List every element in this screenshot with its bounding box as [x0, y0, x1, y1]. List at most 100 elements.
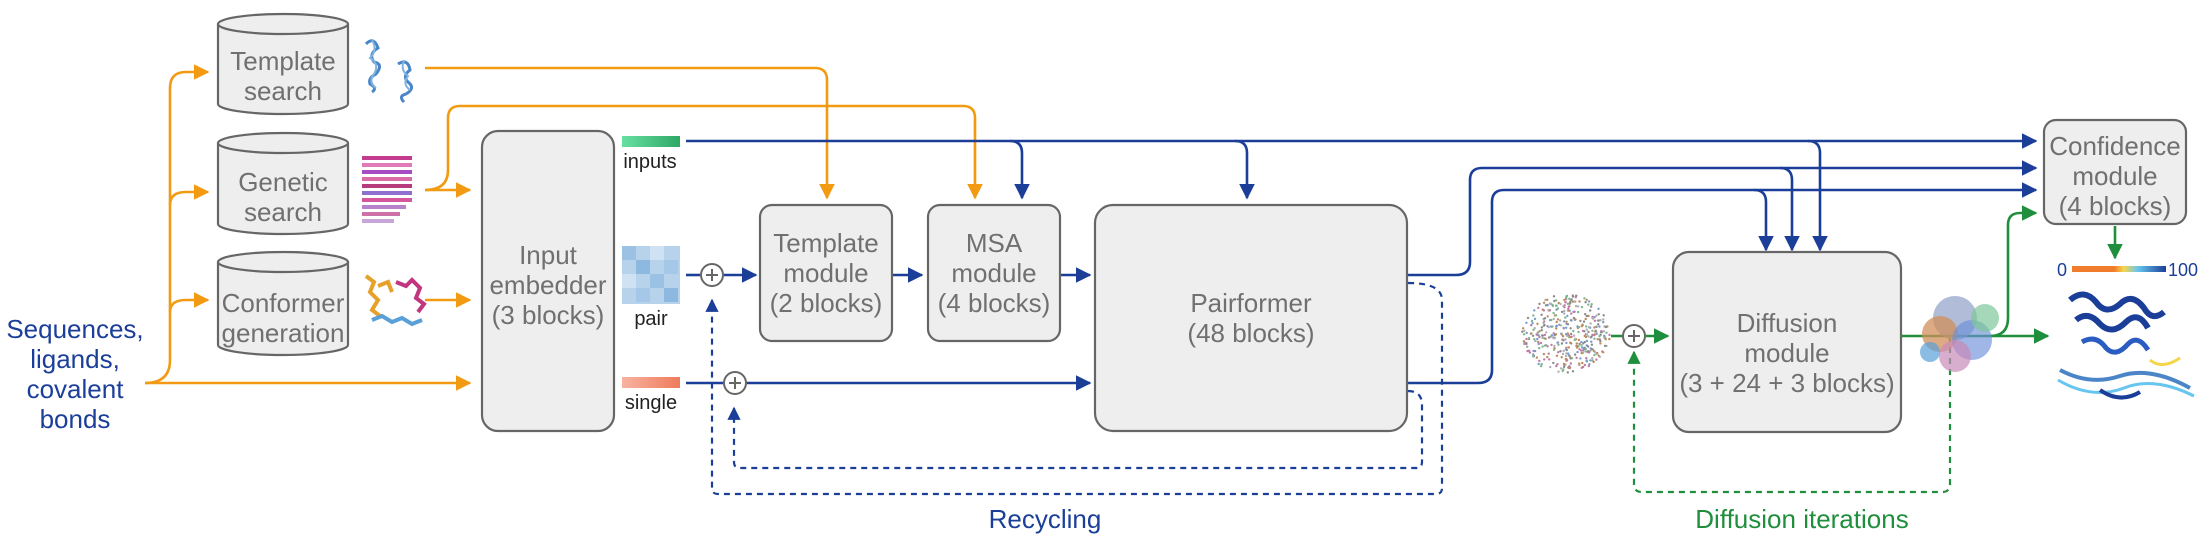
noise-point [1563, 298, 1566, 302]
noise-point [1546, 315, 1549, 318]
noise-point [1553, 336, 1557, 340]
noise-point-cloud-icon [1521, 294, 1611, 374]
noise-point [1563, 312, 1566, 315]
noise-point [1570, 332, 1573, 336]
noise-point [1521, 327, 1525, 330]
pairformer-module: Pairformer (48 blocks) [1093, 203, 1409, 433]
noise-point [1525, 331, 1528, 335]
noise-point [1587, 326, 1591, 329]
single-add-node [723, 371, 747, 395]
noise-point [1546, 355, 1549, 359]
orange-input-connectors [144, 64, 983, 391]
noise-point [1538, 302, 1541, 306]
template-search-line-2: search [244, 76, 322, 106]
noise-point [1564, 338, 1567, 341]
noise-point [1580, 349, 1583, 352]
noise-point [1602, 351, 1605, 354]
noise-point [1559, 324, 1563, 327]
conformer-generation-line-1: Conformer [222, 288, 345, 318]
noise-point [1599, 342, 1602, 345]
noise-point [1574, 337, 1577, 340]
noise-point [1542, 352, 1546, 356]
noise-point [1581, 361, 1584, 365]
noise-point [1602, 318, 1605, 321]
noise-point [1556, 318, 1560, 321]
noise-point [1540, 329, 1543, 332]
noise-point [1599, 339, 1602, 343]
noise-point [1542, 309, 1546, 312]
noise-point [1591, 333, 1594, 337]
noise-point [1540, 313, 1543, 316]
noise-point [1569, 300, 1572, 304]
noise-point [1582, 320, 1586, 323]
noise-point [1596, 353, 1599, 356]
noise-point [1569, 357, 1572, 360]
noise-point [1557, 301, 1560, 305]
noise-point [1587, 303, 1590, 306]
confidence-module-line-2: module [2072, 161, 2157, 191]
noise-point [1536, 322, 1539, 325]
sequences-line-4: bonds [40, 404, 111, 434]
noise-point [1584, 301, 1587, 304]
noise-point [1535, 333, 1538, 336]
noise-point [1546, 345, 1549, 348]
noise-point [1584, 335, 1588, 339]
diffusion-add-node [1611, 324, 1670, 348]
noise-point [1542, 301, 1546, 304]
noise-point [1543, 333, 1547, 337]
noise-point [1562, 326, 1565, 330]
noise-point [1555, 354, 1559, 357]
noise-point [1526, 345, 1529, 348]
noise-point [1572, 334, 1576, 337]
noise-point [1552, 317, 1556, 321]
confidence-module: Confidence module (4 blocks) [2042, 118, 2188, 226]
pairformer-line-2: (48 blocks) [1187, 318, 1314, 348]
noise-point [1561, 352, 1565, 356]
noise-point [1572, 316, 1576, 320]
noise-point [1574, 318, 1577, 321]
msa-module-line-1: MSA [966, 228, 1023, 258]
single-label: single [625, 392, 677, 414]
denoised-structure-icon [1920, 296, 1999, 372]
noise-point [1532, 349, 1535, 353]
noise-point [1567, 366, 1570, 369]
confidence-scale-max: 100 [2168, 260, 2198, 280]
noise-point [1522, 333, 1526, 336]
noise-point [1536, 331, 1540, 334]
noise-point [1575, 346, 1579, 349]
noise-point [1555, 320, 1558, 324]
blue-trunk-connectors [686, 133, 2038, 391]
template-module-line-3: (2 blocks) [770, 288, 883, 318]
noise-point [1585, 356, 1588, 360]
input-embedder-module: Input embedder (3 blocks) [480, 129, 616, 433]
noise-point [1584, 317, 1587, 321]
noise-point [1566, 371, 1570, 374]
noise-point [1550, 343, 1553, 347]
noise-point [1580, 340, 1583, 344]
noise-point [1530, 319, 1534, 323]
noise-point [1585, 314, 1589, 318]
noise-point [1585, 298, 1588, 301]
noise-point [1597, 323, 1600, 326]
noise-point [1533, 338, 1536, 341]
noise-point [1589, 359, 1592, 362]
noise-point [1547, 352, 1550, 355]
confidence-module-line-1: Confidence [2049, 131, 2181, 161]
noise-point [1569, 327, 1572, 330]
noise-point [1567, 346, 1571, 349]
noise-point [1588, 363, 1591, 366]
noise-point [1525, 337, 1528, 341]
noise-point [1583, 363, 1587, 367]
noise-point [1543, 344, 1547, 347]
noise-point [1589, 322, 1592, 325]
noise-point [1577, 338, 1581, 342]
noise-point [1605, 331, 1608, 334]
noise-point [1562, 349, 1565, 353]
noise-point [1598, 325, 1601, 328]
noise-point [1597, 313, 1600, 316]
noise-point [1554, 299, 1558, 302]
noise-point [1546, 303, 1549, 307]
noise-point [1538, 330, 1541, 333]
noise-point [1567, 305, 1571, 308]
noise-point [1565, 352, 1568, 355]
